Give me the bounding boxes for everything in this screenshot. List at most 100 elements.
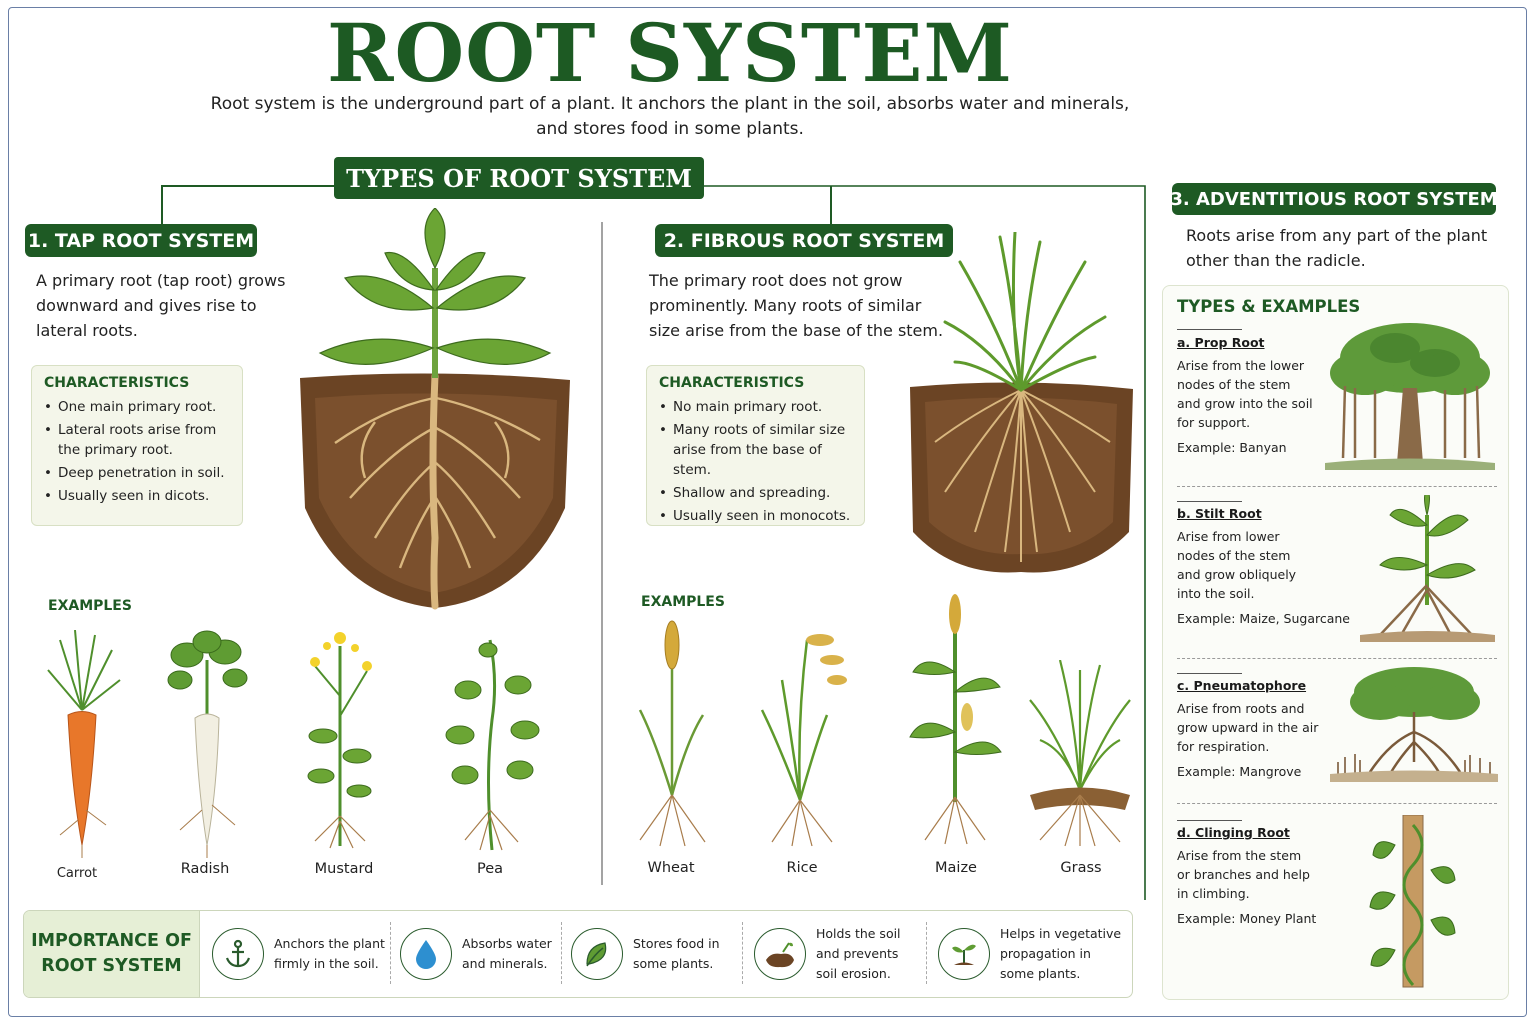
pea-illustration <box>445 639 540 851</box>
stilt-text-line: Arise from lower <box>1177 529 1280 544</box>
importance-text-line: Anchors the plant <box>274 936 385 951</box>
importance-text-line: some plants. <box>1000 966 1081 981</box>
tap-desc-line: lateral roots. <box>36 321 138 340</box>
stilt-root-example: Example: Maize, Sugarcane <box>1177 611 1350 626</box>
page-frame <box>8 7 1527 1017</box>
tap-char-item: Usually seen in dicots. <box>44 486 230 506</box>
soil-icon <box>754 928 806 980</box>
example-label-rice: Rice <box>786 860 818 876</box>
mustard-illustration <box>307 632 372 849</box>
example-label-grass: Grass <box>1060 860 1102 876</box>
importance-text-line: Absorbs water <box>462 936 552 951</box>
tap-root-description: A primary root (tap root) grows downward… <box>36 268 296 343</box>
prop-text-line: nodes of the stem <box>1177 377 1291 392</box>
prop-root-name: a. Prop Root <box>1177 335 1265 350</box>
clinging-root-block: d. Clinging Root Arise from the stem or … <box>1177 825 1316 926</box>
importance-item-soil: Holds the soil and prevents soil erosion. <box>754 912 901 996</box>
importance-text-line: and minerals. <box>462 956 548 971</box>
pneumatophore-text-line: for respiration. <box>1177 739 1270 754</box>
carrot-illustration <box>47 630 121 858</box>
importance-text-line: Holds the soil <box>816 926 901 941</box>
clinging-text-line: Arise from the stem <box>1177 848 1302 863</box>
intro-line-1: Root system is the underground part of a… <box>210 94 1130 114</box>
anchor-icon <box>212 928 264 980</box>
radish-illustration <box>167 630 248 858</box>
prop-root-text: Arise from the lower nodes of the stem a… <box>1177 356 1313 432</box>
importance-text-line: firmly in the soil. <box>274 956 379 971</box>
divider <box>561 922 562 984</box>
adventitious-description: Roots arise from any part of the plant o… <box>1186 223 1506 273</box>
fibrous-root-description: The primary root does not grow prominent… <box>649 268 949 343</box>
tap-char-item: Deep penetration in soil. <box>44 463 230 483</box>
page-title: ROOT SYSTEM <box>327 6 1013 100</box>
example-label-carrot: Carrot <box>56 866 98 881</box>
tap-root-heading: 1. TAP ROOT SYSTEM <box>25 224 257 257</box>
clinging-text-line: or branches and help <box>1177 867 1310 882</box>
mangrove-illustration <box>1330 667 1498 782</box>
tap-char-item: Lateral roots arise from the primary roo… <box>44 420 230 460</box>
fibrous-desc-line: prominently. Many roots of similar <box>649 296 922 315</box>
adventitious-desc-line: other than the radicle. <box>1186 251 1366 270</box>
tap-desc-line: downward and gives rise to <box>36 296 257 315</box>
fibrous-char-item: No main primary root. <box>659 397 852 417</box>
importance-text-line: some plants. <box>633 956 714 971</box>
intro-text: Root system is the underground part of a… <box>185 92 1155 142</box>
stilt-root-illustration <box>1360 495 1495 642</box>
stilt-text-line: nodes of the stem <box>1177 548 1291 563</box>
prop-root-block: a. Prop Root Arise from the lower nodes … <box>1177 335 1313 455</box>
example-label-maize: Maize <box>935 860 977 876</box>
tap-examples-heading: EXAMPLES <box>48 598 132 614</box>
fibrous-characteristics-card: CHARACTERISTICS No main primary root. Ma… <box>646 365 865 526</box>
importance-text-line: and prevents <box>816 946 899 961</box>
importance-item-water: Absorbs water and minerals. <box>400 912 552 996</box>
importance-heading-line: IMPORTANCE OF <box>31 931 192 951</box>
leaf-icon <box>571 928 623 980</box>
prop-text-line: Arise from the lower <box>1177 358 1305 373</box>
fibrous-root-heading: 2. FIBROUS ROOT SYSTEM <box>655 224 953 257</box>
intro-line-2: and stores food in some plants. <box>536 119 804 139</box>
importance-item-anchor: Anchors the plant firmly in the soil. <box>212 912 385 996</box>
fibrous-desc-line: The primary root does not grow <box>649 271 903 290</box>
divider <box>742 922 743 984</box>
divider <box>1177 486 1497 487</box>
importance-text-line: soil erosion. <box>816 966 891 981</box>
clinging-text-line: in climbing. <box>1177 886 1250 901</box>
fibrous-char-item: Usually seen in monocots. <box>659 506 852 526</box>
example-label-mustard: Mustard <box>314 861 374 877</box>
adventitious-root-heading: 3. ADVENTITIOUS ROOT SYSTEM <box>1170 183 1498 215</box>
fibrous-root-plant-illustration <box>910 232 1133 573</box>
pneumatophore-block: c. Pneumatophore Arise from roots and gr… <box>1177 678 1318 779</box>
clinging-root-text: Arise from the stem or branches and help… <box>1177 846 1316 903</box>
pneumatophore-example: Example: Mangrove <box>1177 764 1302 779</box>
fibrous-characteristics-title: CHARACTERISTICS <box>659 375 805 391</box>
divider <box>1177 820 1242 821</box>
pneumatophore-name: c. Pneumatophore <box>1177 678 1307 693</box>
tap-characteristics-card: CHARACTERISTICS One main primary root. L… <box>31 365 243 526</box>
stilt-text-line: and grow obliquely <box>1177 567 1297 582</box>
adventitious-desc-line: Roots arise from any part of the plant <box>1186 226 1488 245</box>
wheat-illustration <box>638 620 706 847</box>
fibrous-char-item: Many roots of similar size arise from th… <box>659 420 852 480</box>
importance-heading: IMPORTANCE OF ROOT SYSTEM <box>24 911 200 997</box>
clinging-root-example: Example: Money Plant <box>1177 911 1317 926</box>
divider <box>926 922 927 984</box>
pneumatophore-text-line: grow upward in the air <box>1177 720 1319 735</box>
clinging-root-name: d. Clinging Root <box>1177 825 1290 840</box>
money-plant-illustration <box>1369 815 1456 988</box>
divider <box>390 922 391 984</box>
sprout-icon <box>938 928 990 980</box>
fibrous-char-item: Shallow and spreading. <box>659 483 852 503</box>
tap-characteristics-title: CHARACTERISTICS <box>44 375 190 391</box>
prop-text-line: and grow into the soil <box>1177 396 1313 411</box>
fibrous-desc-line: size arise from the base of the stem. <box>649 321 944 340</box>
divider <box>1177 658 1497 659</box>
example-label-pea: Pea <box>476 861 504 877</box>
pneumatophore-text: Arise from roots and grow upward in the … <box>1177 699 1318 756</box>
fibrous-examples-heading: EXAMPLES <box>641 594 725 610</box>
grass-illustration <box>1029 660 1131 847</box>
divider <box>1177 329 1242 330</box>
divider <box>1177 673 1242 674</box>
